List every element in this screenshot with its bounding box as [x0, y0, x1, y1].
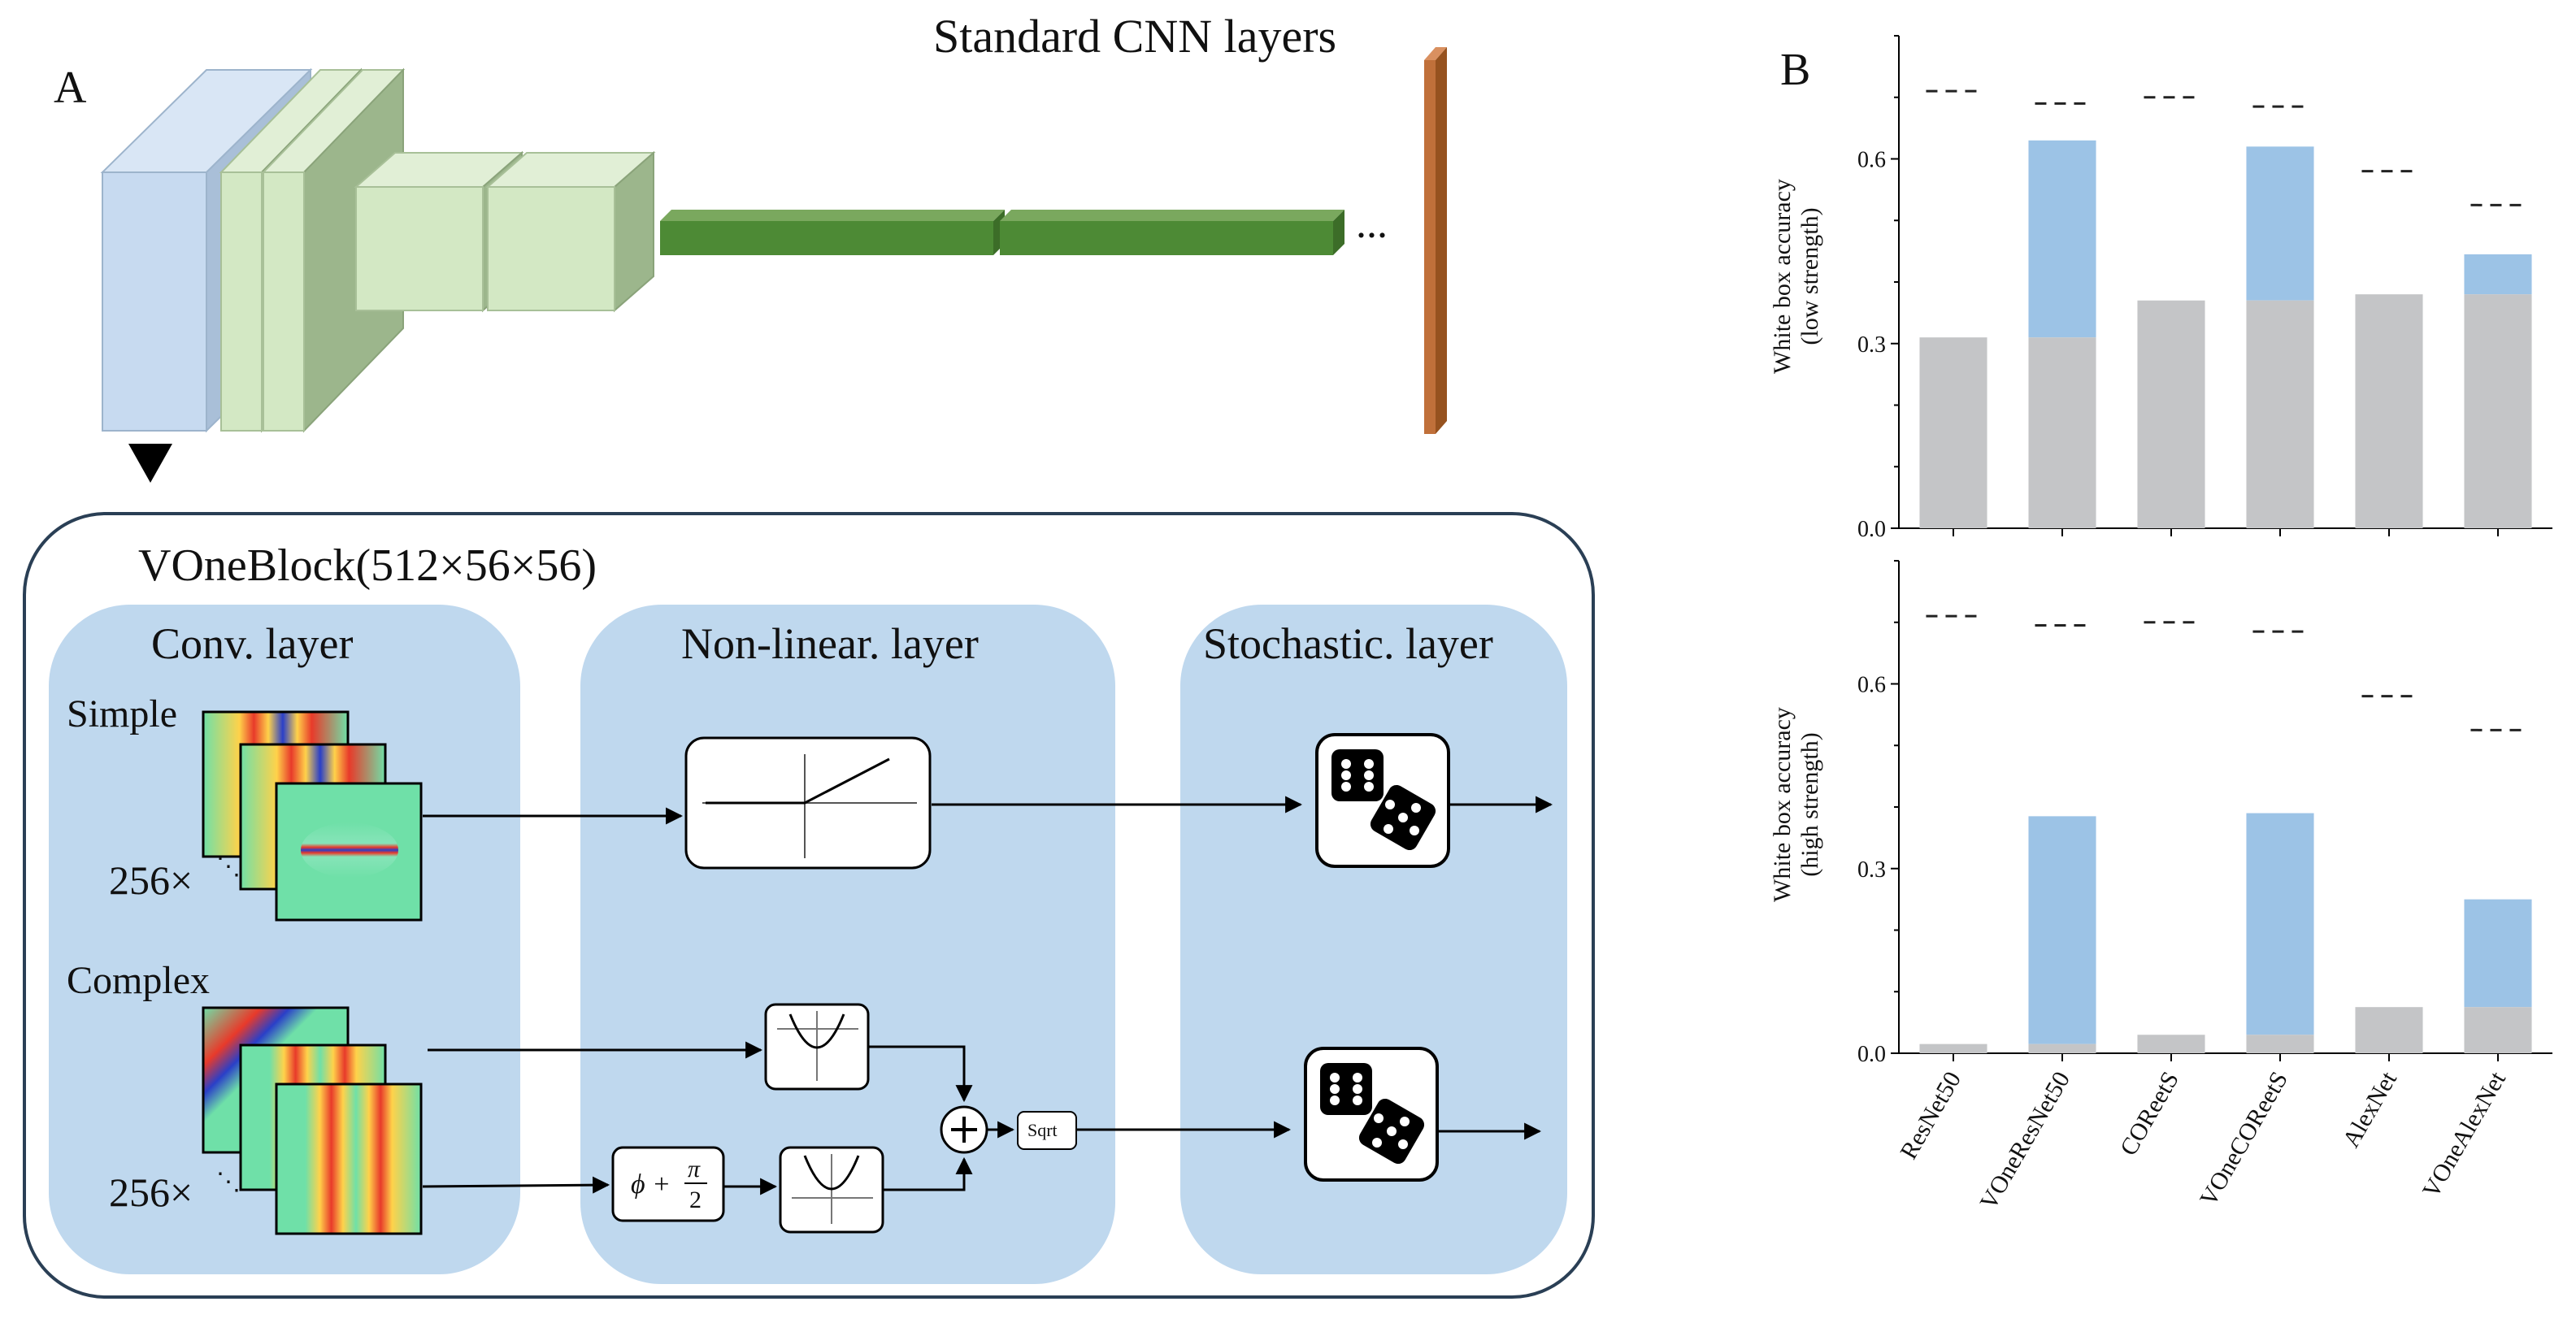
top-ylabel: White box accuracy (low strength)	[1769, 179, 1823, 374]
stochastic-layer-panel	[1180, 605, 1567, 1274]
bar-increment	[2028, 816, 2096, 1044]
x-tick-label: AlexNet	[2338, 1066, 2403, 1152]
nonlinear-layer-title: Non-linear. layer	[681, 619, 979, 668]
bottom-ylabel: White box accuracy (high strength)	[1769, 707, 1823, 902]
dice-icon-bottom	[1304, 1047, 1439, 1182]
bar-increment	[2464, 899, 2532, 1008]
complex-count-label: 256×	[109, 1169, 193, 1215]
x-tick-label: ResNet50	[1895, 1067, 1966, 1164]
panel-b-label: B	[1780, 45, 1810, 95]
svg-text:⋱: ⋱	[216, 1169, 241, 1195]
conv-block-4	[485, 150, 656, 313]
x-tick-label: VOneAlexNet	[2417, 1066, 2512, 1202]
bar-base	[1919, 1043, 1987, 1053]
top-ylabel-line1: White box accuracy	[1769, 179, 1796, 374]
bar-base	[2464, 294, 2532, 528]
bar-base	[2464, 1007, 2532, 1053]
phase-pi: π	[688, 1156, 701, 1182]
stochastic-layer-title: Stochastic. layer	[1203, 619, 1493, 668]
top-ylabel-line2: (low strength)	[1796, 207, 1823, 345]
phase-shift-box: ϕ + π 2	[611, 1146, 725, 1222]
y-tick-label: 0.6	[1857, 148, 1886, 173]
vone-block-container	[23, 512, 1595, 1299]
panel-a: A Standard CNN layers	[23, 10, 1595, 1299]
bar-base	[2355, 1007, 2423, 1053]
conv-block-2	[261, 67, 406, 433]
bar-increment	[2464, 254, 2532, 295]
fc-bar-1	[660, 210, 1005, 255]
sum-node-icon	[940, 1105, 988, 1154]
bar-base	[2246, 300, 2314, 528]
simple-count-label: 256×	[109, 857, 193, 903]
bar-base	[2028, 337, 2096, 528]
y-tick-label: 0.3	[1857, 857, 1886, 883]
sqrt-box: Sqrt	[1017, 1111, 1077, 1150]
simple-cells-label: Simple	[67, 692, 177, 735]
bottom-ylabel-line1: White box accuracy	[1769, 707, 1796, 902]
phase-two: 2	[689, 1187, 702, 1213]
bar-increment	[2246, 146, 2314, 301]
simple-gabor-filters: ⋱	[202, 710, 423, 922]
bar-base	[2137, 300, 2205, 528]
x-tick-label: VOneResNet50	[1974, 1067, 2075, 1214]
y-tick-label: 0.6	[1857, 673, 1886, 698]
bar-base	[2028, 1043, 2096, 1053]
bar-base	[1919, 337, 1987, 528]
bar-increment	[2028, 140, 2096, 338]
conv-layer-title: Conv. layer	[151, 619, 353, 668]
bar-base	[2137, 1035, 2205, 1053]
flow-arrows	[422, 796, 1553, 1195]
x-tick-label: VOneCOReetS	[2195, 1067, 2293, 1211]
sqrt-label: Sqrt	[1027, 1120, 1058, 1140]
phase-shift-label: ϕ +	[631, 1169, 671, 1200]
layers-ellipsis: ...	[1356, 201, 1388, 247]
complex-gabor-filters: ⋱	[202, 1006, 423, 1235]
bar-base	[2355, 294, 2423, 528]
svg-text:⋱: ⋱	[216, 853, 241, 880]
vone-block-title: VOneBlock(512×56×56)	[138, 540, 597, 591]
output-bar	[1424, 47, 1447, 434]
y-tick-label: 0.0	[1857, 517, 1886, 542]
y-tick-label: 0.0	[1857, 1042, 1886, 1067]
cnn-layers-title: Standard CNN layers	[933, 10, 1336, 63]
chart-low-strength: 0.0 0.3 0.6	[1857, 35, 2552, 542]
square-box-top	[764, 1003, 870, 1091]
bar-increment	[2246, 813, 2314, 1035]
down-arrow-icon	[128, 444, 172, 483]
complex-cells-label: Complex	[67, 959, 210, 1002]
fc-bar-2	[1000, 210, 1344, 255]
bottom-ylabel-line2: (high strength)	[1796, 732, 1823, 876]
y-tick-label: 0.3	[1857, 332, 1886, 358]
bar-base	[2246, 1035, 2314, 1053]
dice-icon-top	[1315, 733, 1450, 868]
relu-box	[684, 736, 932, 870]
panel-a-label: A	[54, 63, 87, 113]
x-tick-label: COReetS	[2115, 1067, 2184, 1161]
square-box-bottom	[779, 1146, 884, 1234]
